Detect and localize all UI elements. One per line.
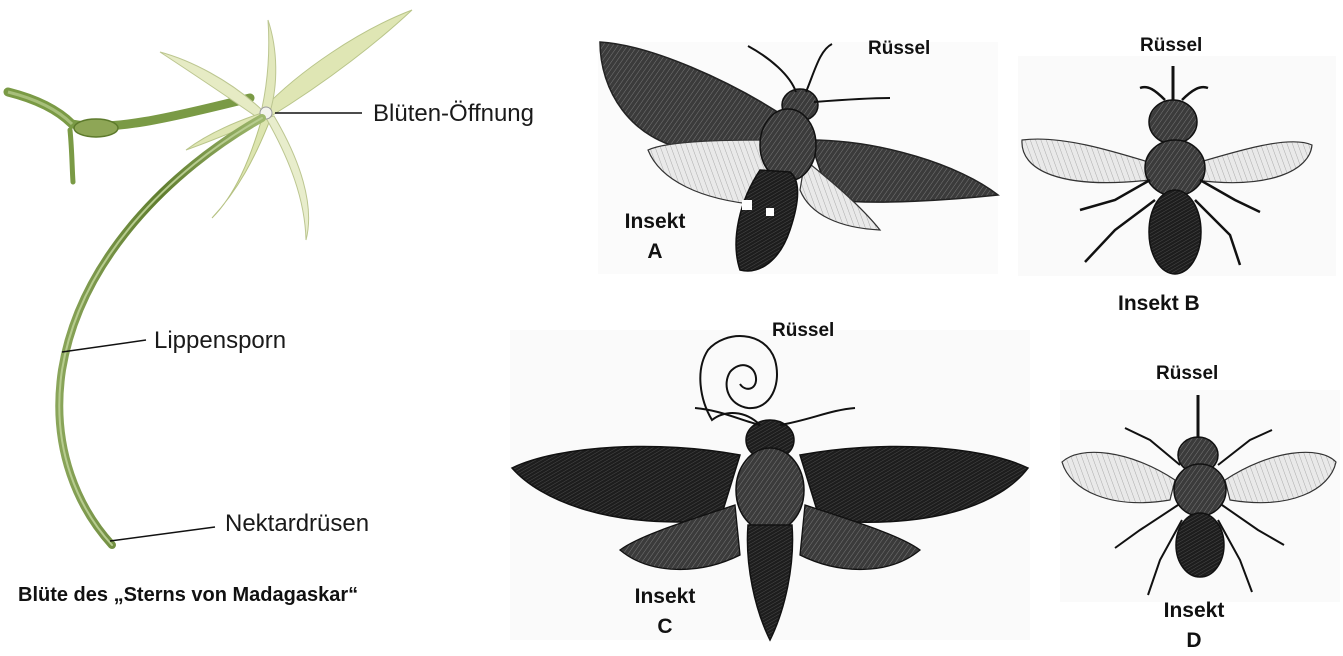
- bract: [70, 130, 73, 182]
- label-nectar-glands: Nektardrüsen: [225, 510, 369, 538]
- insect-d-illustration: [1060, 390, 1340, 602]
- insect-d-label: Insekt D: [1154, 596, 1234, 656]
- insect-b-illustration: [1018, 56, 1336, 276]
- petal-lower-right: [266, 116, 309, 240]
- insect-a-proboscis-label: Rüssel: [868, 38, 930, 60]
- insect-a-label-line1: Insekt: [615, 207, 695, 237]
- flower-stalk: [8, 92, 250, 126]
- flower-bud: [74, 119, 118, 137]
- insect-d-abdomen: [1176, 513, 1224, 577]
- flower-caption: Blüte des „Sterns von Madagaskar“: [18, 584, 358, 607]
- insect-a-label-line2: A: [615, 237, 695, 267]
- insect-b-proboscis-label: Rüssel: [1140, 35, 1202, 57]
- insect-c-label-line1: Insekt: [625, 582, 705, 612]
- insect-c-illustration: [510, 330, 1030, 640]
- label-lip-spur: Lippensporn: [154, 327, 286, 355]
- insect-d-label-line1: Insekt: [1154, 596, 1234, 626]
- insect-b-abdomen: [1149, 190, 1201, 274]
- insect-b-label: Insekt B: [1118, 289, 1200, 319]
- orchid-flower-illustration: [8, 10, 412, 545]
- insect-a-label: Insekt A: [615, 207, 695, 267]
- insect-d-proboscis-label: Rüssel: [1156, 363, 1218, 385]
- leader-line-nectar: [110, 527, 215, 541]
- insect-c-label: Insekt C: [625, 582, 705, 642]
- label-flower-opening: Blüten-Öffnung: [373, 100, 534, 128]
- insect-d-label-line2: D: [1154, 626, 1234, 656]
- insect-c-proboscis-label: Rüssel: [772, 320, 834, 342]
- petal-top: [262, 20, 276, 112]
- leader-line-spur: [62, 340, 146, 352]
- insect-c-label-line2: C: [625, 612, 705, 642]
